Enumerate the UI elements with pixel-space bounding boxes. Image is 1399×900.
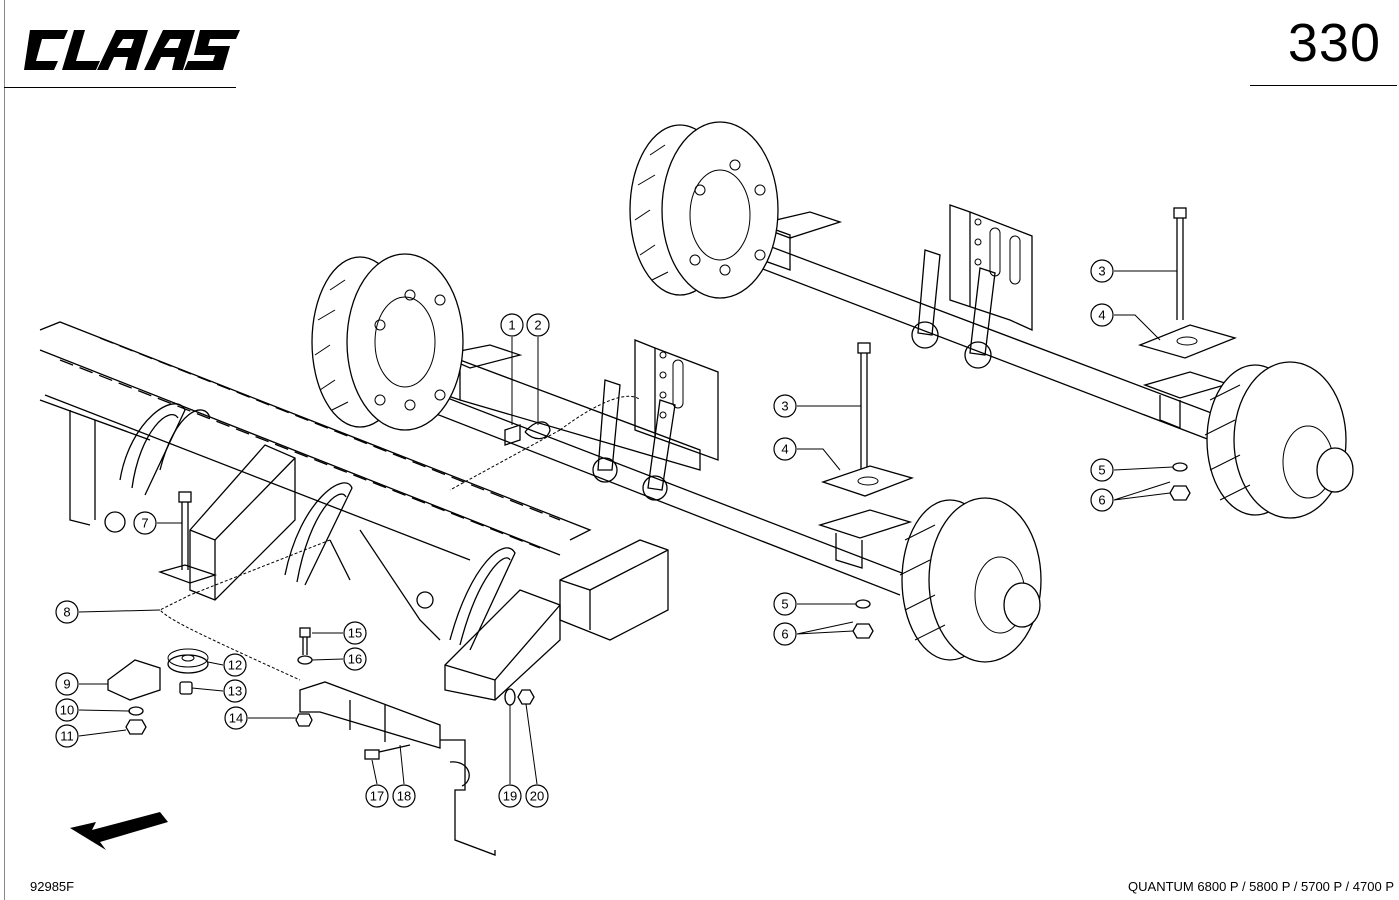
- callout-6: 6: [773, 622, 797, 646]
- callout-3-rear: 3: [1090, 259, 1114, 283]
- svg-text:17: 17: [370, 789, 384, 804]
- callout-13: 13: [223, 679, 247, 703]
- wheel-front-left: [311, 253, 464, 431]
- svg-text:4: 4: [1098, 308, 1105, 323]
- callout-19: 19: [498, 784, 522, 808]
- page-number: 330: [1287, 13, 1381, 73]
- callout-20: 20: [525, 784, 549, 808]
- leader-lines: [78, 270, 1177, 785]
- wheel-rear-left: [629, 121, 779, 299]
- svg-text:19: 19: [503, 789, 517, 804]
- callout-6-rear: 6: [1090, 488, 1114, 512]
- svg-text:11: 11: [60, 729, 74, 744]
- callout-15: 15: [343, 621, 367, 645]
- svg-text:1: 1: [508, 318, 515, 333]
- header-rule-left: [4, 87, 236, 88]
- svg-text:20: 20: [530, 789, 544, 804]
- callout-17: 17: [365, 784, 389, 808]
- callout-3: 3: [773, 394, 797, 418]
- rear-axle: [699, 204, 1231, 441]
- callout-4-rear: 4: [1090, 303, 1114, 327]
- svg-text:10: 10: [60, 703, 74, 718]
- callout-9: 9: [55, 672, 79, 696]
- left-frame-line: [4, 0, 5, 900]
- callout-2: 2: [526, 313, 550, 337]
- svg-text:4: 4: [781, 442, 788, 457]
- svg-text:13: 13: [228, 684, 242, 699]
- callout-14: 14: [224, 706, 248, 730]
- svg-text:6: 6: [1098, 493, 1105, 508]
- svg-text:8: 8: [63, 605, 70, 620]
- callout-1: 1: [500, 313, 524, 337]
- chassis-frame: [39, 321, 669, 701]
- svg-text:5: 5: [1098, 463, 1105, 478]
- svg-text:16: 16: [348, 652, 362, 667]
- svg-text:5: 5: [781, 597, 788, 612]
- callout-8: 8: [55, 600, 79, 624]
- brake-cable: [159, 395, 641, 681]
- callout-7: 7: [133, 511, 157, 535]
- callout-12: 12: [223, 653, 247, 677]
- svg-text:12: 12: [228, 658, 242, 673]
- arrow-down-left-icon: [70, 812, 168, 850]
- model-line: QUANTUM 6800 P / 5800 P / 5700 P / 4700 …: [1128, 879, 1394, 894]
- callout-18: 18: [392, 784, 416, 808]
- claas-logo: [24, 30, 240, 70]
- svg-text:6: 6: [781, 627, 788, 642]
- callout-10: 10: [55, 698, 79, 722]
- small-parts: [107, 207, 1237, 856]
- svg-text:7: 7: [141, 516, 148, 531]
- header-rule-right: [1250, 85, 1397, 86]
- callout-5: 5: [773, 592, 797, 616]
- callout-5-rear: 5: [1090, 458, 1114, 482]
- callout-16: 16: [343, 647, 367, 671]
- callout-4: 4: [773, 437, 797, 461]
- wheel-front-right: [899, 497, 1042, 663]
- callout-11: 11: [55, 724, 79, 748]
- svg-text:14: 14: [229, 711, 243, 726]
- svg-text:9: 9: [63, 677, 70, 692]
- svg-text:15: 15: [348, 626, 362, 641]
- wheel-rear-right: [1204, 361, 1354, 519]
- svg-text:18: 18: [397, 789, 411, 804]
- svg-text:3: 3: [1098, 264, 1105, 279]
- drawing-id: 92985F: [30, 879, 75, 894]
- svg-text:2: 2: [534, 318, 541, 333]
- svg-text:3: 3: [781, 399, 788, 414]
